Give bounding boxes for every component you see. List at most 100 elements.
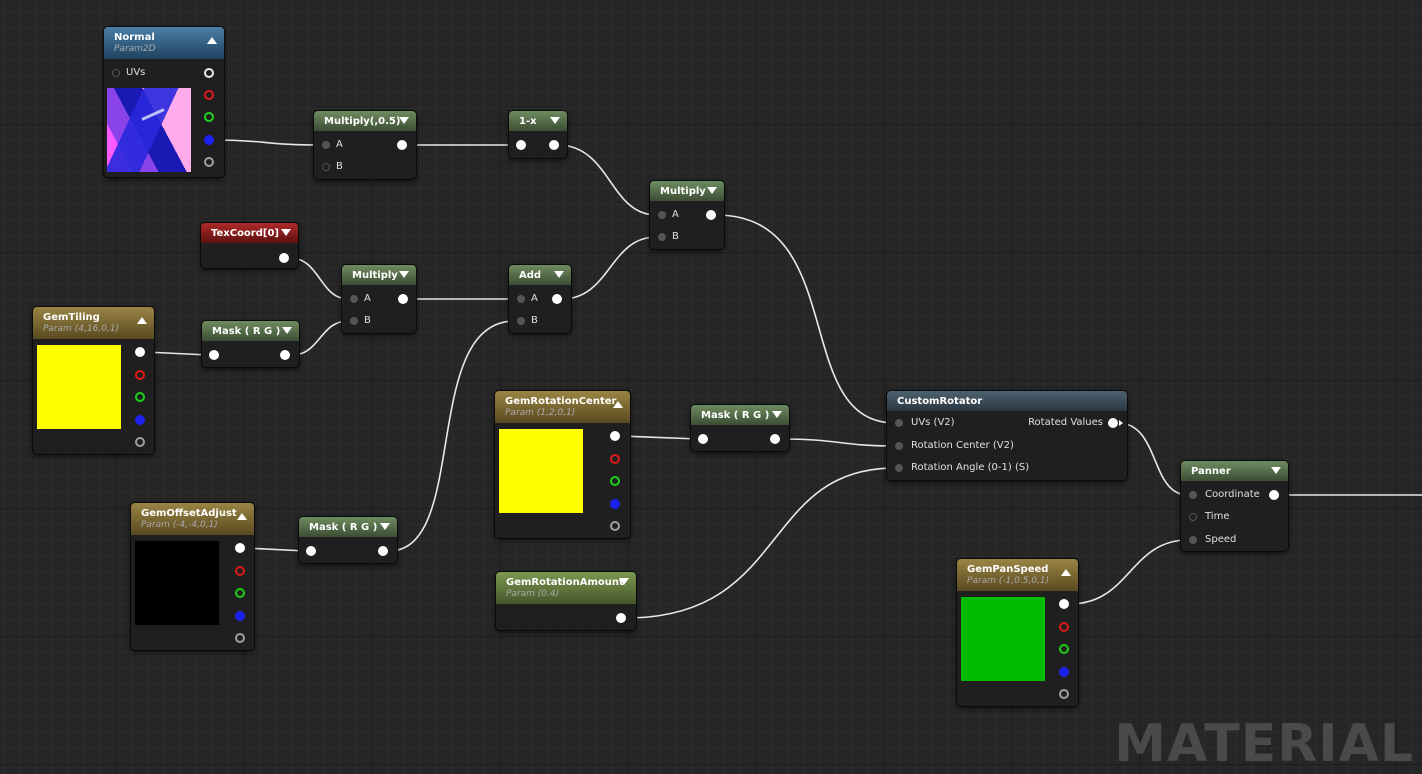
node-header[interactable]: Panner [1181,461,1288,481]
collapse-arrow-icon[interactable] [613,401,623,408]
output-pin-b[interactable] [610,499,620,509]
output-pin[interactable] [398,294,408,304]
input-pin[interactable] [209,350,219,360]
output-pin[interactable] [397,140,407,150]
collapse-arrow-icon[interactable] [237,513,247,520]
output-pin-rgb[interactable] [204,68,214,78]
output-pin-rotated-values[interactable] [1108,418,1118,428]
input-pin-uvs[interactable] [112,69,120,77]
node-custom-rotator[interactable]: CustomRotator UVs (V2) Rotation Center (… [887,391,1127,480]
input-pin[interactable] [698,434,708,444]
node-header[interactable]: Multiply [650,181,724,201]
output-pin[interactable] [770,434,780,444]
input-pin-a[interactable] [350,295,358,303]
output-pin-a[interactable] [235,633,245,643]
output-pin-r[interactable] [610,454,620,464]
node-header[interactable]: Mask ( R G ) [691,405,789,425]
input-pin-rotation-center[interactable] [895,442,903,450]
input-pin-time[interactable] [1189,513,1197,521]
input-pin-coordinate[interactable] [1189,491,1197,499]
input-pin-b[interactable] [658,233,666,241]
dropdown-arrow-icon[interactable] [554,271,564,278]
node-header[interactable]: Mask ( R G ) [202,321,299,341]
output-pin[interactable] [378,546,388,556]
node-gem-offset-adjust[interactable]: GemOffsetAdjust Param (-4,-4,0,1) [131,503,254,650]
output-pin[interactable] [280,350,290,360]
output-pin-r[interactable] [135,370,145,380]
node-mask-tiling[interactable]: Mask ( R G ) [202,321,299,367]
node-normal[interactable]: Normal Param2D UVs [104,27,224,177]
output-pin[interactable] [616,613,626,623]
output-pin-b[interactable] [135,415,145,425]
input-pin[interactable] [306,546,316,556]
input-pin-b[interactable] [350,317,358,325]
node-header[interactable]: Multiply [342,265,416,285]
node-header[interactable]: Add [509,265,571,285]
output-pin-r[interactable] [235,566,245,576]
dropdown-arrow-icon[interactable] [550,117,560,124]
dropdown-arrow-icon[interactable] [380,523,390,530]
dropdown-arrow-icon[interactable] [281,229,291,236]
node-multiply-half[interactable]: Multiply(,0.5) A B [314,111,416,179]
output-pin[interactable] [706,210,716,220]
node-header[interactable]: Mask ( R G ) [299,517,397,537]
collapse-arrow-icon[interactable] [137,317,147,324]
input-pin-uvs[interactable] [895,419,903,427]
output-pin[interactable] [1269,490,1279,500]
dropdown-arrow-icon[interactable] [282,327,292,334]
input-pin[interactable] [516,140,526,150]
dropdown-arrow-icon[interactable] [707,187,717,194]
input-pin-a[interactable] [517,295,525,303]
input-pin-rotation-angle[interactable] [895,464,903,472]
output-pin[interactable] [549,140,559,150]
output-pin-b[interactable] [235,611,245,621]
node-add[interactable]: Add A B [509,265,571,333]
dropdown-arrow-icon[interactable] [772,411,782,418]
output-pin-g[interactable] [135,392,145,402]
node-header[interactable]: Multiply(,0.5) [314,111,416,131]
node-gem-rotation-center[interactable]: GemRotationCenter Param (1,2,0,1) [495,391,630,538]
output-pin[interactable] [279,253,289,263]
output-pin[interactable] [552,294,562,304]
node-header[interactable]: GemPanSpeed Param (-1,0.5,0,1) [957,559,1078,591]
node-gem-tiling[interactable]: GemTiling Param (4,16,0,1) [33,307,154,454]
output-pin-a[interactable] [135,437,145,447]
output-pin-a[interactable] [1059,689,1069,699]
dropdown-arrow-icon[interactable] [619,578,629,585]
node-mask-offset[interactable]: Mask ( R G ) [299,517,397,563]
collapse-arrow-icon[interactable] [207,37,217,44]
output-pin-r[interactable] [204,90,214,100]
output-pin-g[interactable] [1059,644,1069,654]
output-pin-b[interactable] [1059,667,1069,677]
input-pin-b[interactable] [517,317,525,325]
node-panner[interactable]: Panner Coordinate Time Speed [1181,461,1288,551]
node-mask-rotation[interactable]: Mask ( R G ) [691,405,789,451]
dropdown-arrow-icon[interactable] [399,271,409,278]
node-gem-pan-speed[interactable]: GemPanSpeed Param (-1,0.5,0,1) [957,559,1078,706]
node-header[interactable]: 1-x [509,111,567,131]
node-multiply-top[interactable]: Multiply A B [650,181,724,249]
output-pin-a[interactable] [610,521,620,531]
node-gem-rotation-amount[interactable]: GemRotationAmount Param (0.4) [496,572,636,630]
collapse-arrow-icon[interactable] [1061,569,1071,576]
dropdown-arrow-icon[interactable] [1271,467,1281,474]
output-pin-g[interactable] [610,476,620,486]
output-pin-b[interactable] [204,135,214,145]
node-texcoord[interactable]: TexCoord[0] [201,223,298,268]
dropdown-arrow-icon[interactable] [399,117,409,124]
output-pin-a[interactable] [204,157,214,167]
output-pin-g[interactable] [235,588,245,598]
node-one-minus[interactable]: 1-x [509,111,567,158]
output-pin-rgb[interactable] [610,431,620,441]
output-pin-r[interactable] [1059,622,1069,632]
output-pin-g[interactable] [204,112,214,122]
output-pin-rgb[interactable] [135,347,145,357]
node-multiply-mid[interactable]: Multiply A B [342,265,416,333]
input-pin-b[interactable] [322,163,330,171]
output-pin-rgb[interactable] [235,543,245,553]
node-header[interactable]: GemOffsetAdjust Param (-4,-4,0,1) [131,503,254,535]
node-header[interactable]: Normal Param2D [104,27,224,59]
node-header[interactable]: GemRotationAmount Param (0.4) [496,572,636,604]
node-header[interactable]: GemRotationCenter Param (1,2,0,1) [495,391,630,423]
input-pin-a[interactable] [322,141,330,149]
